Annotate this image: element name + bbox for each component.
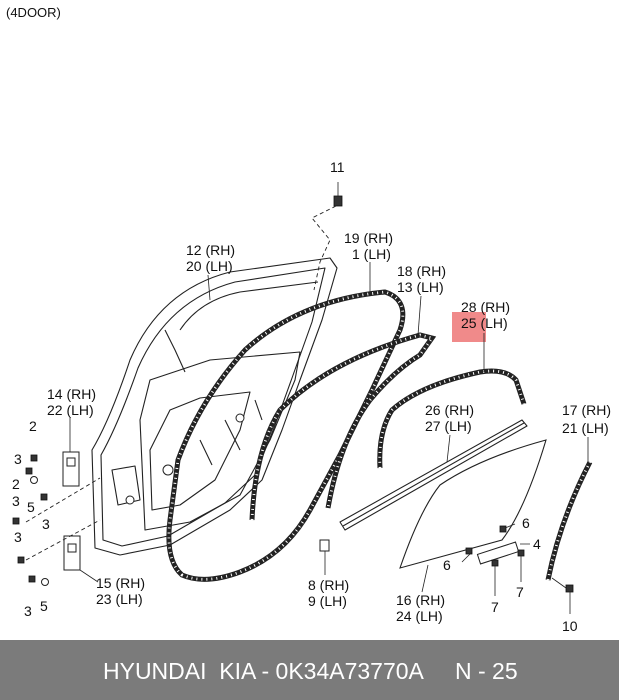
callout-20: 20 (LH) <box>186 258 233 274</box>
callout-11: 11 <box>330 159 345 175</box>
callout-9: 9 (LH) <box>308 593 347 609</box>
callout-27: 27 (LH) <box>425 418 472 434</box>
callout-15: 15 (RH) <box>96 575 145 591</box>
callout-3c: 3 <box>42 516 50 532</box>
highlight-box <box>452 312 486 342</box>
callout-10: 10 <box>562 618 578 634</box>
door-glass <box>399 439 547 569</box>
footer-bar: HYUNDAI KIA - 0K34A73770A N - 25 <box>0 640 619 700</box>
glass-fittings <box>461 523 530 596</box>
callout-28: 28 (RH) <box>461 299 510 315</box>
callout-2a: 2 <box>29 418 37 434</box>
callout-3a: 3 <box>14 451 22 467</box>
callout-2b: 2 <box>12 476 20 492</box>
callout-21: 21 (LH) <box>562 420 609 436</box>
callout-18: 18 (RH) <box>397 263 446 279</box>
callout-22: 22 (LH) <box>47 402 94 418</box>
callout-3d: 3 <box>14 529 22 545</box>
callout-1: 1 (LH) <box>352 246 391 262</box>
callout-24: 24 (LH) <box>396 608 443 624</box>
callout-7b: 7 <box>516 584 524 600</box>
exploded-parts-diagram: (4DOOR) <box>6 5 611 634</box>
callout-3e: 3 <box>24 603 32 619</box>
glass-run-channel <box>249 332 437 521</box>
callout-17: 17 (RH) <box>562 402 611 418</box>
rear-channel <box>545 460 593 581</box>
callout-7a: 7 <box>491 599 499 615</box>
door-weatherstrip <box>166 289 406 582</box>
glass-clip <box>319 539 330 552</box>
page-number: N - 25 <box>455 658 518 684</box>
callout-13: 13 (LH) <box>397 279 444 295</box>
callout-6b: 6 <box>443 557 451 573</box>
callout-8: 8 (RH) <box>308 577 349 593</box>
callout-4: 4 <box>533 536 541 552</box>
callout-3b: 3 <box>12 493 20 509</box>
callout-5a: 5 <box>27 499 35 515</box>
callout-12: 12 (RH) <box>186 242 235 258</box>
belt-weatherstrip <box>339 419 528 531</box>
callout-25: 25 (LH) <box>461 315 508 331</box>
door-shell <box>91 257 338 556</box>
variant-label: (4DOOR) <box>6 5 61 20</box>
callout-19: 19 (RH) <box>344 230 393 246</box>
leader-lines <box>69 262 589 593</box>
callout-23: 23 (LH) <box>96 591 143 607</box>
hinge-fasteners <box>12 454 49 586</box>
upper-hinge <box>62 451 80 487</box>
callout-6a: 6 <box>522 515 530 531</box>
callout-14: 14 (RH) <box>47 386 96 402</box>
callout-16: 16 (RH) <box>396 592 445 608</box>
lower-hinge <box>63 535 81 571</box>
screw-11 <box>311 182 343 291</box>
window-frame-moulding <box>377 368 527 469</box>
callout-26: 26 (RH) <box>425 402 474 418</box>
callout-5b: 5 <box>40 598 48 614</box>
part-number-text: HYUNDAI KIA - 0K34A73770A <box>103 658 424 684</box>
bolt-10 <box>565 584 574 593</box>
